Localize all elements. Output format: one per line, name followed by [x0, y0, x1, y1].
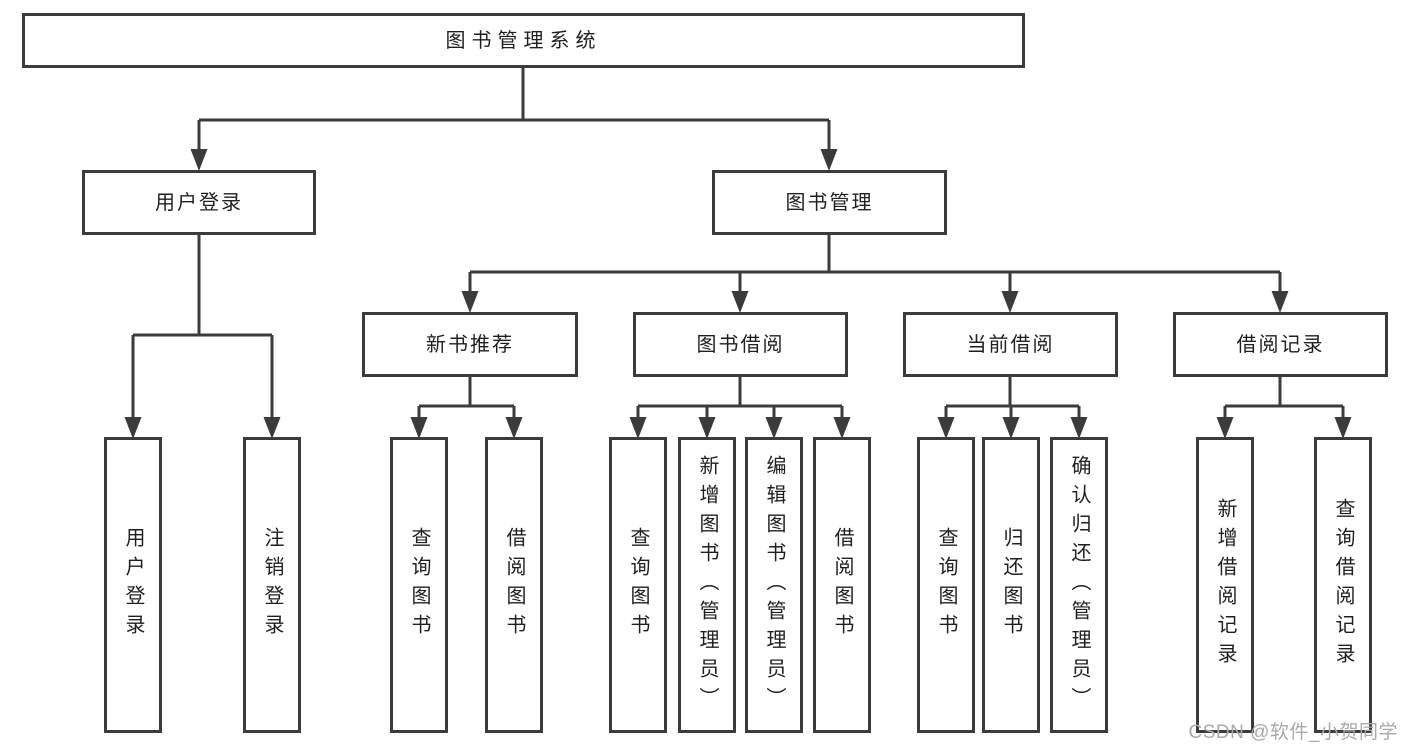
arrow-down-icon	[410, 417, 428, 439]
arrow-down-icon	[190, 149, 208, 171]
connector-book-borrow	[636, 377, 844, 418]
leaf-user-login: 用户登录	[104, 437, 162, 733]
arrow-down-icon	[833, 417, 851, 439]
leaf-label: 归还图书	[1000, 527, 1022, 643]
arrow-down-icon	[937, 417, 955, 439]
leaf-label: 查询借阅记录	[1332, 498, 1354, 672]
arrow-down-icon	[1001, 291, 1019, 313]
arrow-down-icon	[263, 417, 281, 439]
leaf-label: 查询图书	[627, 527, 649, 643]
arrow-down-icon	[124, 417, 142, 439]
arrow-down-icon	[1334, 417, 1352, 439]
leaf-borrow-book: 借阅图书	[813, 437, 871, 733]
connector-borrow-records	[1223, 377, 1345, 418]
leaf-confirm-return-admin: 确认归还（管理员）	[1050, 437, 1108, 733]
node-root: 图书管理系统	[22, 13, 1025, 68]
arrow-down-icon	[731, 291, 749, 313]
connector-user-login	[131, 235, 274, 418]
leaf-label: 查询图书	[935, 527, 957, 643]
leaf-label: 注销登录	[261, 527, 283, 643]
node-book-management: 图书管理	[712, 170, 947, 235]
leaf-label: 新增借阅记录	[1214, 498, 1236, 672]
arrow-down-icon	[698, 417, 716, 439]
connector-root	[197, 68, 831, 150]
arrow-down-icon	[629, 417, 647, 439]
leaf-label: 新增图书（管理员）	[696, 454, 718, 716]
node-book-borrow: 图书借阅	[633, 312, 848, 377]
connector-current-borrow	[944, 377, 1081, 418]
leaf-label: 借阅图书	[831, 527, 853, 643]
node-borrow-records: 借阅记录	[1173, 312, 1388, 377]
arrow-down-icon	[765, 417, 783, 439]
leaf-logout: 注销登录	[243, 437, 301, 733]
arrow-down-icon	[1002, 417, 1020, 439]
leaf-label: 编辑图书（管理员）	[763, 454, 785, 716]
arrow-down-icon	[505, 417, 523, 439]
connector-book-management	[468, 235, 1282, 292]
arrow-down-icon	[461, 291, 479, 313]
arrow-down-icon	[820, 149, 838, 171]
arrow-down-icon	[1271, 291, 1289, 313]
leaf-borrow-books-recommend: 借阅图书	[485, 437, 543, 733]
leaf-add-book-admin: 新增图书（管理员）	[678, 437, 736, 733]
leaf-query-books-borrow: 查询图书	[609, 437, 667, 733]
watermark-csdn: CSDN @软件_小贺同学	[1188, 722, 1398, 743]
node-current-borrow: 当前借阅	[903, 312, 1118, 377]
leaf-label: 用户登录	[122, 527, 144, 643]
leaf-return-book: 归还图书	[982, 437, 1040, 733]
node-new-book-recommend: 新书推荐	[362, 312, 578, 377]
leaf-label: 查询图书	[408, 527, 430, 643]
node-user-login: 用户登录	[82, 170, 316, 235]
leaf-label: 借阅图书	[503, 527, 525, 643]
leaf-query-books-recommend: 查询图书	[390, 437, 448, 733]
arrow-down-icon	[1070, 417, 1088, 439]
leaf-add-borrow-record: 新增借阅记录	[1196, 437, 1254, 733]
leaf-label: 确认归还（管理员）	[1068, 454, 1090, 716]
connector-new-book-recommend	[417, 377, 516, 418]
arrow-down-icon	[1216, 417, 1234, 439]
leaf-query-borrow-record: 查询借阅记录	[1314, 437, 1372, 733]
leaf-edit-book-admin: 编辑图书（管理员）	[745, 437, 803, 733]
leaf-query-books-current: 查询图书	[917, 437, 975, 733]
